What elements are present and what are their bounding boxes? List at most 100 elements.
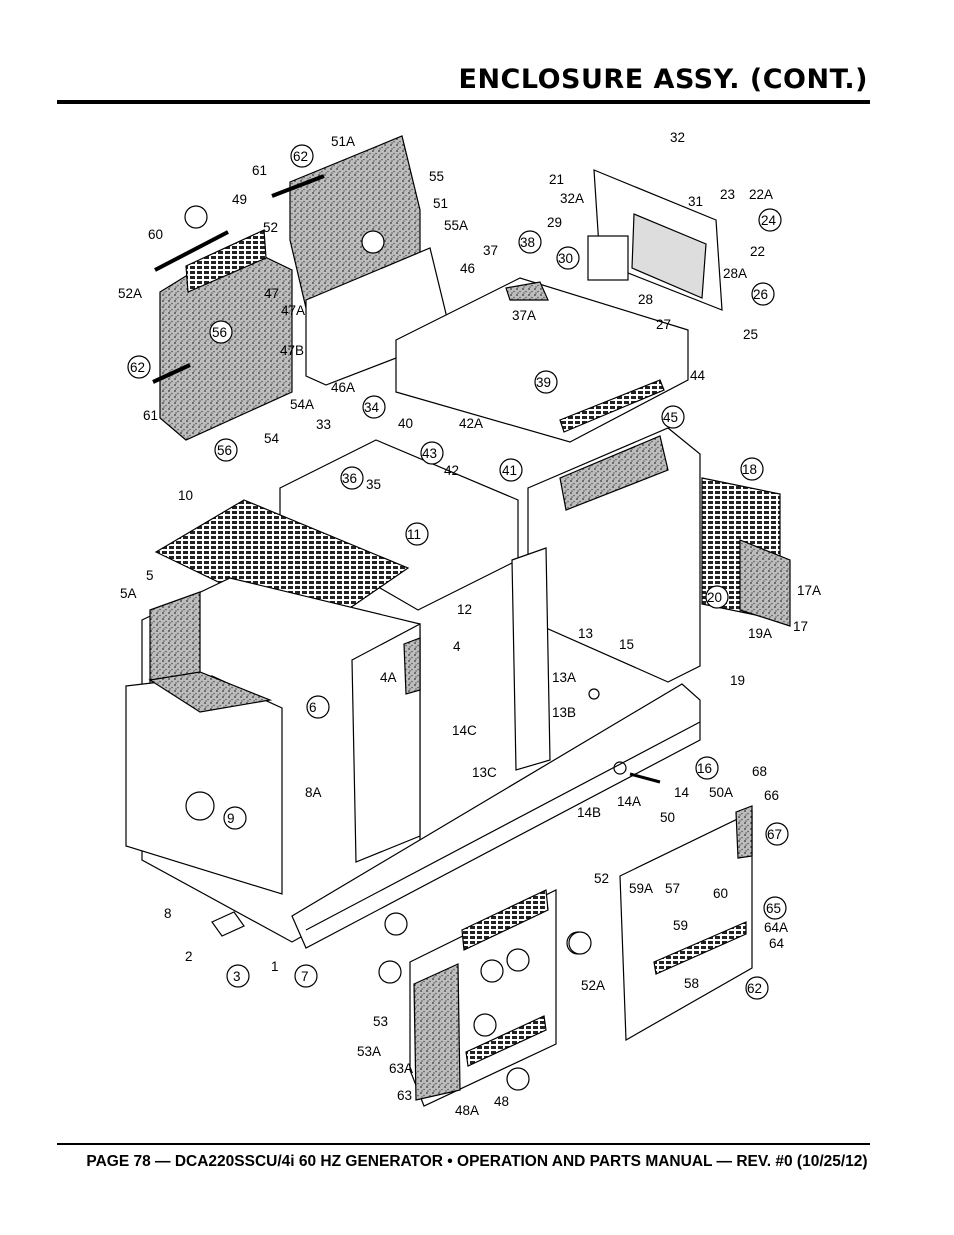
- part-label: 61: [143, 408, 158, 423]
- part-label: 47B: [280, 343, 304, 358]
- part-label: 51: [433, 196, 448, 211]
- door-50-grill: [653, 921, 747, 975]
- part-label: 13B: [552, 705, 576, 720]
- rear-panel-17a: [739, 539, 791, 627]
- part-label: 30: [558, 251, 573, 266]
- part-label: 14B: [577, 805, 601, 820]
- part-label: 52A: [581, 978, 605, 993]
- frame-rail: [305, 721, 701, 931]
- part-label: 1: [271, 959, 279, 974]
- part-label: 3: [233, 969, 241, 984]
- window-27: [631, 213, 707, 299]
- part-label: 31: [688, 194, 703, 209]
- part-label: 52: [594, 871, 609, 886]
- drawing-linework: [125, 135, 791, 1107]
- part-label: 28A: [723, 266, 747, 281]
- rod-60: [154, 230, 229, 272]
- part-label: 5A: [120, 586, 137, 601]
- part-label: 32A: [560, 191, 584, 206]
- part-label: 68: [752, 764, 767, 779]
- part-label: 42: [444, 463, 459, 478]
- part-label: 21: [549, 172, 564, 187]
- part-label: 9: [227, 811, 235, 826]
- part-label: 54: [264, 431, 280, 446]
- part-label: 44: [690, 368, 706, 383]
- bolt-14: [629, 772, 661, 784]
- part-label: 62: [293, 149, 308, 164]
- part-label: 43: [422, 446, 437, 461]
- part-label: 23: [720, 187, 735, 202]
- meter-30: [587, 235, 629, 281]
- part-label: 16: [697, 761, 712, 776]
- part-label: 17A: [797, 583, 821, 598]
- part-label: 4: [453, 639, 461, 654]
- washer-14: [613, 761, 627, 775]
- part-label: 54A: [290, 397, 314, 412]
- part-label: 19: [730, 673, 745, 688]
- bracket-2: [211, 911, 245, 937]
- part-label: 59: [673, 918, 688, 933]
- part-label: 12: [457, 602, 472, 617]
- part-label: 51A: [331, 134, 355, 149]
- door-panel-4: [351, 623, 421, 863]
- part-label: 5: [146, 568, 154, 583]
- door-panel-stipple: [148, 671, 273, 713]
- part-label: 45: [663, 410, 678, 425]
- part-label: 64A: [764, 920, 788, 935]
- part-label: 55A: [444, 218, 468, 233]
- part-label: 60: [148, 227, 163, 242]
- part-label: 52: [263, 220, 278, 235]
- part-label: 63A: [389, 1061, 413, 1076]
- part-label: 53: [373, 1014, 388, 1029]
- door-48-stipple: [413, 963, 461, 1101]
- part-label: 6: [309, 700, 317, 715]
- door-48-grill-lower: [465, 1015, 547, 1067]
- part-label: 53A: [357, 1044, 381, 1059]
- part-label: 13A: [552, 670, 576, 685]
- part-label: 27: [656, 317, 671, 332]
- part-label: 47A: [281, 303, 305, 318]
- part-label: 8A: [305, 785, 322, 800]
- part-label: 59A: [629, 881, 653, 896]
- part-label: 46: [460, 261, 475, 276]
- part-label: 63: [397, 1088, 412, 1103]
- part-label: 62: [747, 981, 762, 996]
- part-label: 37A: [512, 308, 536, 323]
- exploded-parts-diagram: 51A 55 51 55A 61 62 49 52 60 52A 56 47 4…: [118, 130, 821, 1118]
- upper-left-grill: [185, 229, 267, 293]
- page-title: ENCLOSURE ASSY. (CONT.): [458, 64, 868, 95]
- part-label: 22: [750, 244, 765, 259]
- part-label: 8: [164, 906, 172, 921]
- part-label: 56: [212, 325, 227, 340]
- header-rule: [57, 100, 870, 104]
- door-50-stipple: [735, 805, 753, 859]
- part-label: 33: [316, 417, 331, 432]
- post-12: [511, 547, 551, 771]
- part-label: 62: [130, 360, 145, 375]
- part-label: 49: [232, 192, 247, 207]
- part-label: 7: [301, 969, 309, 984]
- tall-panel-stipple: [559, 435, 669, 511]
- part-label: 41: [502, 463, 517, 478]
- part-label: 24: [761, 213, 777, 228]
- part-label: 57: [665, 881, 680, 896]
- part-label: 15: [619, 637, 634, 652]
- part-label: 37: [483, 243, 498, 258]
- part-label: 26: [753, 287, 768, 302]
- part-label: 18: [742, 462, 757, 477]
- part-label: 47: [264, 286, 279, 301]
- part-label: 48A: [455, 1103, 479, 1118]
- part-label: 22A: [749, 187, 773, 202]
- rod-61-top: [271, 174, 325, 198]
- part-label: 34: [364, 400, 380, 415]
- rod-61-lower: [152, 363, 191, 384]
- part-label: 11: [407, 527, 421, 542]
- part-label: 39: [536, 375, 551, 390]
- part-label: 66: [764, 788, 779, 803]
- part-label: 67: [767, 827, 782, 842]
- roof-grill: [559, 379, 665, 433]
- part-label: 14A: [617, 794, 641, 809]
- part-label: 48: [494, 1094, 509, 1109]
- part-label: 17: [793, 619, 808, 634]
- part-label: 25: [743, 327, 758, 342]
